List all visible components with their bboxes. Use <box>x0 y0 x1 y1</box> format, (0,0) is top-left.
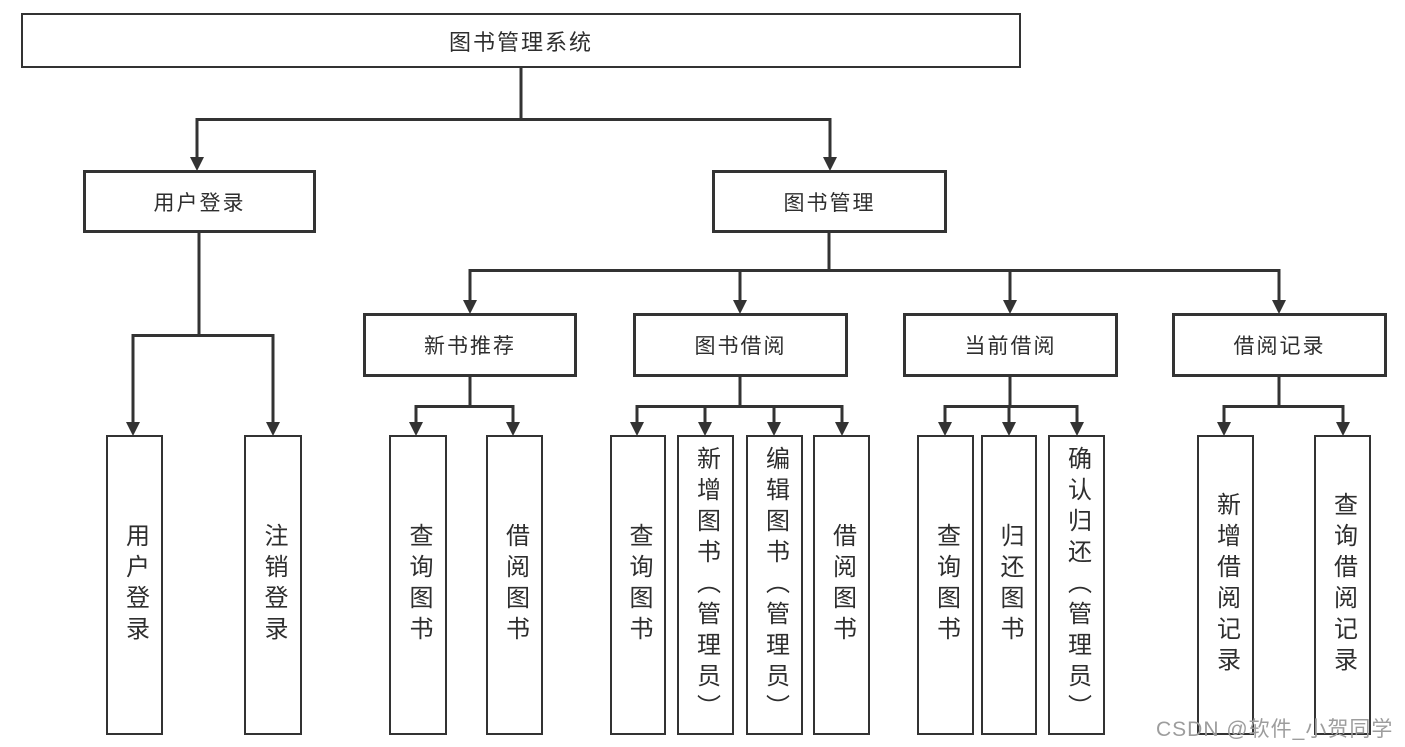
node-user-login: 用户登录 <box>83 170 316 233</box>
node-label: 用户登录 <box>121 523 149 647</box>
node-label: 图书管理 <box>783 191 876 215</box>
node-label: 新书推荐 <box>424 335 516 358</box>
node-borrowing-records: 借阅记录 <box>1172 313 1387 377</box>
csdn-watermark: CSDN @软件_小贺同学 <box>1156 718 1394 741</box>
node-new-book-recommendation: 新书推荐 <box>363 313 577 377</box>
node-book-borrowing: 图书借阅 <box>633 313 848 377</box>
leaf-query-borrow-record: 查询借阅记录 <box>1314 435 1371 735</box>
node-root-system: 图书管理系统 <box>21 13 1021 68</box>
node-label: 查询借阅记录 <box>1329 492 1357 678</box>
node-label: 新增借阅记录 <box>1212 492 1240 678</box>
leaf-borrow-books-recommend: 借阅图书 <box>486 435 543 735</box>
leaf-query-books-current: 查询图书 <box>917 435 974 735</box>
leaf-query-books-borrow: 查询图书 <box>610 435 666 735</box>
node-label: 查询图书 <box>405 523 432 647</box>
node-label: 编辑图书（管理员） <box>761 445 789 725</box>
leaf-return-books: 归还图书 <box>981 435 1037 735</box>
leaf-add-books-admin: 新增图书（管理员） <box>677 435 734 735</box>
node-current-borrowing: 当前借阅 <box>903 313 1118 377</box>
node-label: 确认归还（管理员） <box>1063 445 1091 725</box>
node-label: 用户登录 <box>153 191 246 215</box>
leaf-add-borrow-record: 新增借阅记录 <box>1197 435 1254 735</box>
node-label: 借阅图书 <box>828 523 856 647</box>
node-book-management: 图书管理 <box>712 170 947 233</box>
arrowhead-group <box>126 157 1350 436</box>
leaf-user-login: 用户登录 <box>106 435 163 735</box>
leaf-borrow-books: 借阅图书 <box>813 435 870 735</box>
node-label: 查询图书 <box>625 523 652 647</box>
node-label: 借阅图书 <box>501 523 529 647</box>
leaf-logout: 注销登录 <box>244 435 302 735</box>
node-label: 查询图书 <box>932 523 960 647</box>
leaf-query-books-recommend: 查询图书 <box>389 435 447 735</box>
node-label: 归还图书 <box>996 523 1023 647</box>
node-label: 借阅记录 <box>1233 335 1326 358</box>
node-label: 图书管理系统 <box>448 29 593 55</box>
node-label: 新增图书（管理员） <box>692 445 720 725</box>
leaf-confirm-return-admin: 确认归还（管理员） <box>1048 435 1105 735</box>
node-label: 图书借阅 <box>694 335 787 358</box>
node-label: 注销登录 <box>260 523 287 647</box>
node-label: 当前借阅 <box>964 335 1057 358</box>
leaf-edit-books-admin: 编辑图书（管理员） <box>746 435 803 735</box>
